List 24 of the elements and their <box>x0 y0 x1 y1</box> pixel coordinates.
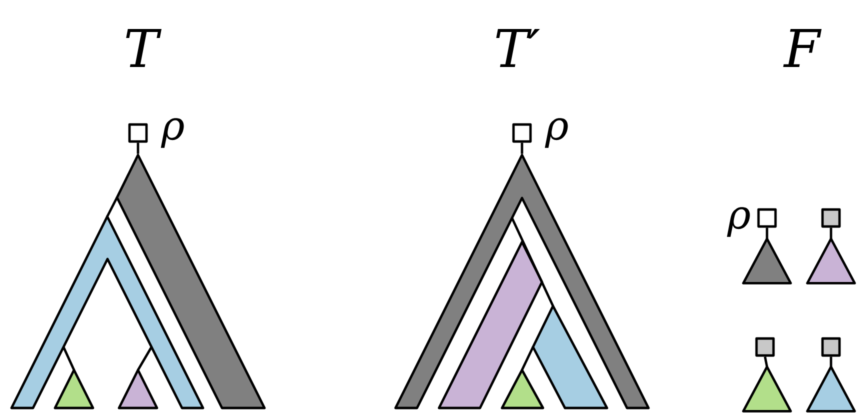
branch-line <box>136 142 140 154</box>
root-label: ρ <box>160 118 184 148</box>
root-square <box>128 123 148 143</box>
tree-drawing <box>394 154 650 410</box>
tree-drawing <box>10 154 266 410</box>
root-square <box>821 337 841 357</box>
subtree-triangle <box>742 366 792 412</box>
root-label: ρ <box>726 207 750 237</box>
tree-title: T <box>126 29 162 67</box>
subtree-triangle <box>806 238 856 284</box>
root-square <box>821 208 841 228</box>
subtree-triangle <box>806 366 856 412</box>
root-square <box>512 123 532 143</box>
branch-line <box>520 142 524 154</box>
root-square <box>757 208 777 228</box>
root-square <box>755 337 775 357</box>
tree-title: T′ <box>496 29 540 67</box>
subtree-triangle <box>742 238 792 284</box>
branch-line <box>764 356 768 368</box>
tree-title: F <box>783 29 822 67</box>
branch-line <box>830 228 832 239</box>
branch-line <box>766 228 768 239</box>
root-label: ρ <box>544 118 568 148</box>
branch-line <box>830 356 832 367</box>
